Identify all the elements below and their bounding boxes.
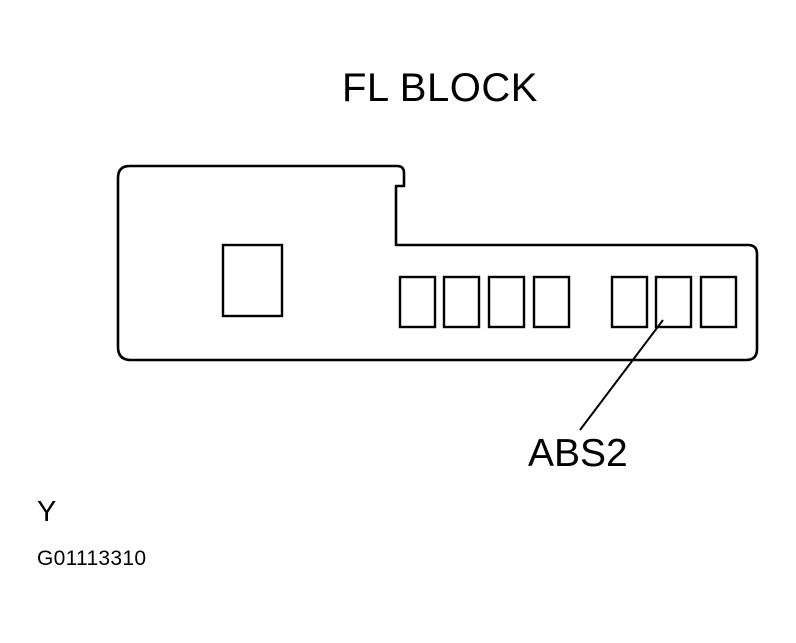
callout-leader-line [579, 319, 664, 431]
callout-label-abs2: ABS2 [528, 432, 628, 475]
figure-id: G01113310 [37, 547, 147, 570]
fuse-slot-5 [610, 275, 649, 329]
diagram-title: FL BLOCK [342, 66, 538, 110]
fuse-slot-abs2 [654, 275, 693, 329]
fuse-slot-4 [532, 275, 571, 329]
fuse-slot-7 [699, 275, 738, 329]
fuse-slot-1 [398, 275, 437, 329]
fuse-slot-2 [442, 275, 481, 329]
corner-letter: Y [37, 496, 57, 528]
fuse-slot-3 [487, 275, 526, 329]
relay-slot [221, 243, 284, 318]
fuse-block-housing [116, 164, 759, 362]
